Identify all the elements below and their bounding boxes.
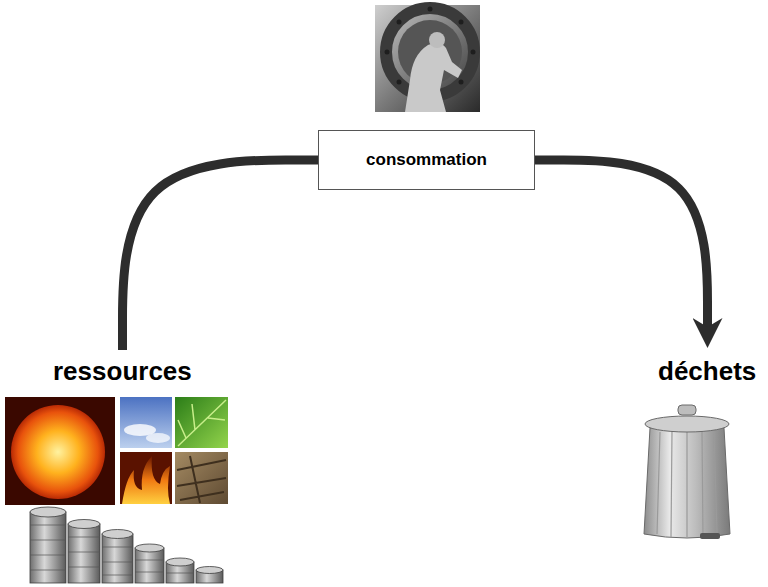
coin-top [102,530,133,539]
sun-photo [5,397,115,505]
can-handle [678,405,696,415]
coin-stack [102,534,133,583]
can-lid [645,416,729,432]
leaf-photo [175,397,228,448]
cloud [146,433,170,443]
sun-disc [11,405,105,499]
coin-stacks [30,507,223,583]
stage-label: ressources [49,354,196,388]
trash-can [644,405,730,539]
coin-stack [30,512,66,583]
photo-ground [375,5,480,112]
flames [122,456,170,504]
coin-stack [135,548,164,583]
node-text: consommation [366,149,487,171]
fire-ground [120,452,172,504]
sun-ground [5,397,115,505]
fire-photo [120,452,172,504]
can-body [644,428,730,538]
sky-photo [120,397,172,448]
leaf-ground [175,397,228,448]
coin-edges [30,525,194,575]
node-text: déchets [658,356,757,386]
coin-top [196,567,223,574]
leaf-veins [178,400,226,446]
can-pedal [700,533,720,539]
flow-arrow [123,160,319,350]
stage-label: déchets [654,354,761,388]
coin-top [166,558,194,566]
wood-photo [175,452,228,504]
wood-ground [175,452,228,504]
coin-top [30,507,66,517]
worker-photo [375,5,480,112]
worker-figure [405,43,462,112]
coin-top [68,520,100,529]
coin-stack [68,524,100,583]
process-box: consommation [318,130,535,190]
worker-head [429,32,445,48]
node-text: ressources [53,356,192,386]
can-ribs [657,432,717,538]
sky-ground [120,397,172,448]
flow-arrow [535,160,708,330]
wood-lines [177,456,226,503]
coin-top [135,544,164,552]
